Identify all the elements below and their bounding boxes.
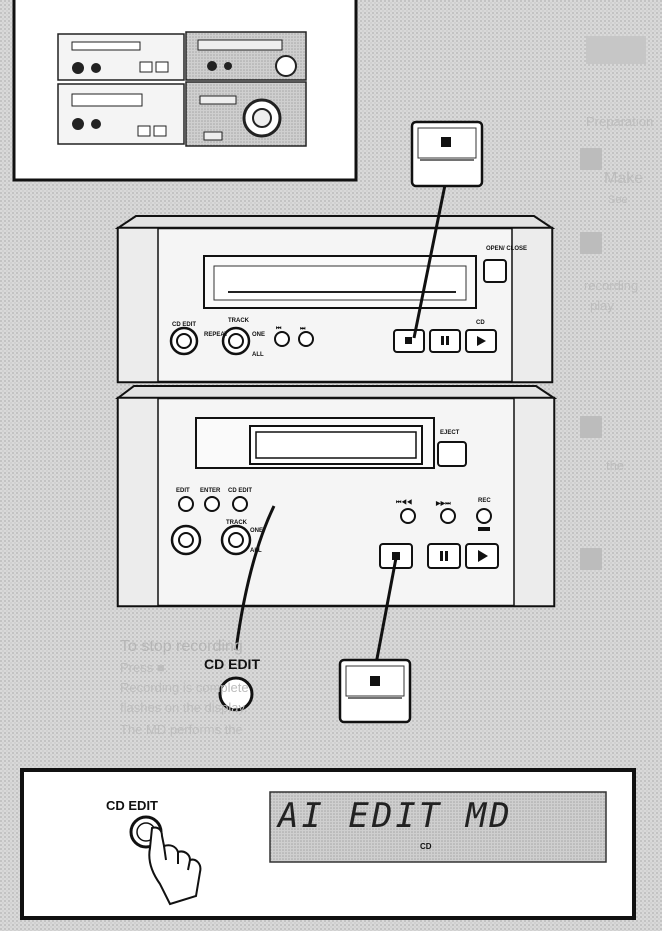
md-track-label: TRACK xyxy=(226,520,247,526)
repeat-label: REPEAT xyxy=(204,332,228,338)
faded-line: Press ■. xyxy=(120,660,169,675)
cd-edit-deck-label: CD EDIT xyxy=(172,322,196,328)
cd-edit-button-label: CD EDIT xyxy=(204,656,260,672)
md-prev-label: ⏮◀◀ xyxy=(396,500,413,506)
pointing-hand-icon xyxy=(148,826,202,906)
md-next-label: ▶▶⏭ xyxy=(436,501,451,507)
cd-edit-panel-label: CD EDIT xyxy=(106,798,158,813)
track-label: TRACK xyxy=(228,318,249,324)
system-thumbnail xyxy=(12,0,358,182)
faded-side-text: Preparation xyxy=(586,114,654,129)
md-all-label: ALL xyxy=(250,548,262,554)
open-close-label: OPEN/ CLOSE xyxy=(486,246,528,252)
edit-label: EDIT xyxy=(176,488,190,494)
md-one-label: ONE xyxy=(250,528,264,534)
pointer-line-cd-edit xyxy=(234,505,276,651)
pointer-line-stop-md xyxy=(374,557,398,665)
faded-side-text: the xyxy=(606,458,625,473)
pointer-line-stop-cd xyxy=(412,179,448,339)
faded-side-text: recording xyxy=(584,278,639,293)
rec-label: REC xyxy=(478,498,491,504)
next-label: ⏭ xyxy=(300,326,306,332)
all-label: ALL xyxy=(252,352,264,358)
lcd-display-text: AI EDIT MD xyxy=(278,796,513,836)
prev-label: ⏮ xyxy=(276,326,282,332)
stop-icon xyxy=(441,137,451,147)
faded-side-text: See xyxy=(608,194,628,206)
cd-deck-unit xyxy=(114,215,556,384)
bottom-panel xyxy=(20,768,636,920)
faded-side-text: play xyxy=(590,298,614,313)
enter-label: ENTER xyxy=(200,488,221,494)
cd-edit-md-label: CD EDIT xyxy=(228,488,252,494)
faded-line: The MD performs the xyxy=(120,722,243,737)
stop-icon xyxy=(370,676,380,686)
md-deck-unit xyxy=(115,385,558,608)
faded-heading: To stop recording xyxy=(120,638,243,655)
faded-line: Recording is complete xyxy=(120,680,249,695)
cd-edit-button[interactable] xyxy=(218,676,254,712)
faded-side-text: Make xyxy=(604,170,644,187)
stop-button-callout-top[interactable] xyxy=(410,120,484,188)
faded-step-markers xyxy=(580,36,646,570)
eject-label: EJECT xyxy=(440,430,460,436)
one-label: ONE xyxy=(252,332,266,338)
stop-button-callout-bottom[interactable] xyxy=(338,658,412,724)
cd-label: CD xyxy=(476,320,485,326)
lcd-source-indicator: CD xyxy=(420,842,432,851)
faded-line: flashes on the display. xyxy=(120,700,248,715)
